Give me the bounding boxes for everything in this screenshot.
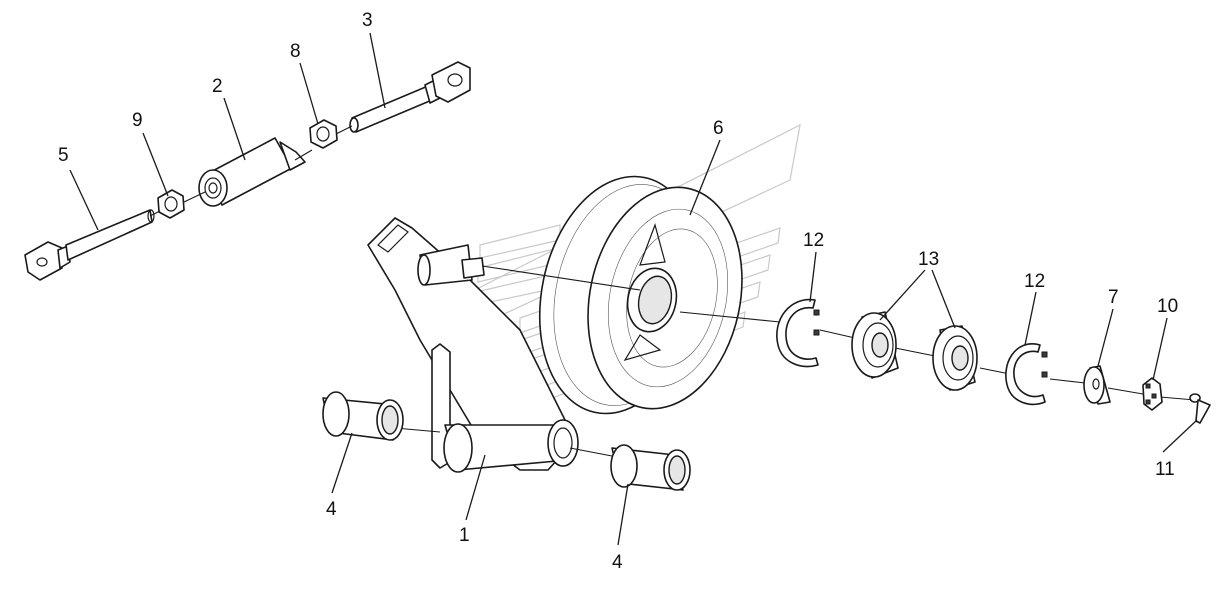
part-3-rod-end [349, 61, 471, 133]
part-2-cylinder [198, 137, 306, 207]
callout-11: 11 [1155, 459, 1175, 480]
part-12-snap-ring-left [776, 298, 820, 368]
part-10-castle-nut [1142, 377, 1163, 411]
callout-6: 6 [713, 118, 724, 139]
part-13-bearing-1 [851, 311, 899, 379]
callout-1: 1 [459, 525, 470, 546]
callout-labels: 5 9 2 8 3 6 12 13 12 7 10 11 4 1 4 [58, 10, 1178, 573]
part-9-nut [157, 189, 185, 219]
part-5-rod-end [24, 209, 155, 281]
callout-12-left: 12 [803, 230, 824, 251]
part-4-bushing-left [322, 391, 404, 441]
callout-2: 2 [212, 76, 223, 97]
callout-12-right: 12 [1024, 271, 1045, 292]
callout-3: 3 [362, 10, 373, 31]
callout-9: 9 [132, 110, 143, 131]
callout-4-left: 4 [326, 499, 337, 520]
part-4-bushing-right [610, 444, 691, 491]
callout-7: 7 [1108, 287, 1119, 308]
leader-lines [69, 32, 1198, 546]
part-6-wheel [538, 175, 743, 415]
part-1-swing-arm [367, 217, 579, 473]
callout-10: 10 [1157, 296, 1178, 317]
part-8-nut [309, 119, 338, 149]
part-7-washer [1083, 365, 1111, 405]
callout-13: 13 [918, 249, 939, 270]
part-13-bearing-2 [932, 325, 978, 391]
part-12-snap-ring-right [1005, 343, 1048, 406]
callout-5: 5 [58, 145, 69, 166]
callout-4-right: 4 [612, 552, 623, 573]
callout-8: 8 [290, 41, 301, 62]
part-11-cotter-pin [1189, 393, 1211, 424]
